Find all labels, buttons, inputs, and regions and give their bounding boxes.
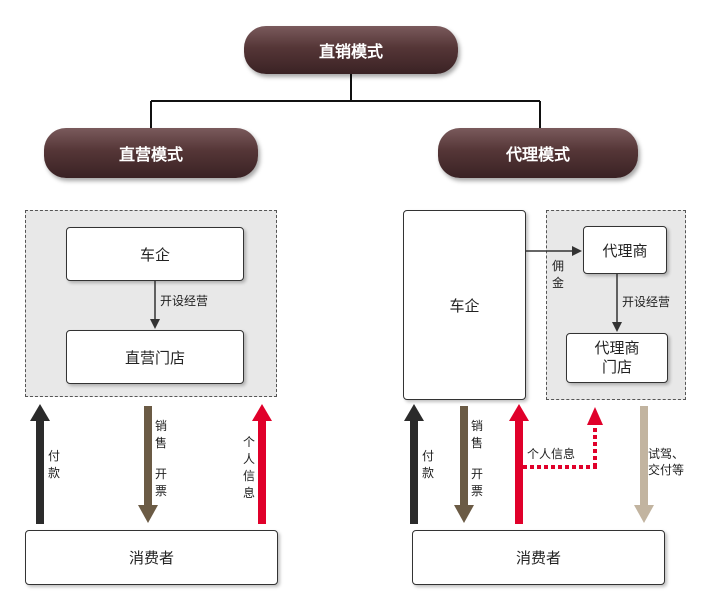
right-payment-label: 付 款 xyxy=(421,448,435,482)
right-sales-shaft xyxy=(460,406,468,506)
right-info-label: 个人信息 xyxy=(527,447,576,461)
info-char: 人 xyxy=(242,452,255,466)
payment-char: 付 xyxy=(47,449,60,463)
left-info-shaft xyxy=(258,420,266,524)
sales-char: 票 xyxy=(154,484,167,498)
payment-char: 款 xyxy=(421,466,434,480)
sales-char: 售 xyxy=(470,436,483,450)
info-char: 个 xyxy=(242,435,255,449)
left-open-label: 开设经营 xyxy=(160,294,209,308)
left-consumer-box: 消费者 xyxy=(25,530,278,585)
right-info-dotted-head xyxy=(587,407,603,425)
right-agent-store-box: 代理商 门店 xyxy=(566,333,668,383)
right-test-drive-shaft xyxy=(640,406,648,506)
left-sales-shaft xyxy=(144,406,152,506)
sales-char xyxy=(470,452,484,466)
left-info-head xyxy=(252,404,272,421)
left-title: 直营模式 xyxy=(44,128,258,178)
right-info-shaft xyxy=(515,420,523,524)
right-info-head xyxy=(509,404,529,421)
left-payment-label: 付 款 xyxy=(47,448,61,482)
sales-char: 销 xyxy=(154,419,167,433)
commission-char: 金 xyxy=(551,276,564,290)
left-store-box: 直营门店 xyxy=(66,330,244,384)
right-sales-label: 销 售 开 票 xyxy=(470,418,484,500)
right-test-drive-head xyxy=(634,505,654,523)
sales-char: 销 xyxy=(470,419,483,433)
left-sales-head xyxy=(138,505,158,523)
right-title: 代理模式 xyxy=(438,128,638,178)
right-company-box: 车企 xyxy=(403,210,526,400)
sales-char: 售 xyxy=(154,436,167,450)
right-consumer-box: 消费者 xyxy=(412,530,665,585)
test-drive-line: 交付等 xyxy=(648,463,685,477)
root-title: 直销模式 xyxy=(244,26,458,74)
payment-char: 付 xyxy=(421,449,434,463)
right-agent-store-line2: 门店 xyxy=(601,358,632,376)
payment-char: 款 xyxy=(47,466,60,480)
sales-char: 票 xyxy=(470,484,483,498)
right-payment-shaft xyxy=(410,420,418,524)
right-open-label: 开设经营 xyxy=(622,295,671,309)
test-drive-line: 试驾、 xyxy=(648,447,685,461)
sales-char xyxy=(154,452,168,466)
left-payment-head xyxy=(30,404,50,421)
left-info-label: 个 人 信 息 xyxy=(242,434,256,502)
right-sales-head xyxy=(454,505,474,523)
info-char: 息 xyxy=(242,486,255,500)
right-test-drive-label: 试驾、 交付等 xyxy=(648,446,684,478)
left-sales-label: 销 售 开 票 xyxy=(154,418,168,500)
info-char: 信 xyxy=(242,469,255,483)
sales-char: 开 xyxy=(470,467,483,481)
commission-char: 佣 xyxy=(551,259,564,273)
right-commission-label: 佣 金 xyxy=(551,258,565,292)
left-payment-shaft xyxy=(36,420,44,524)
sales-char: 开 xyxy=(154,467,167,481)
right-agent-store-line1: 代理商 xyxy=(594,339,640,357)
left-company-box: 车企 xyxy=(66,227,244,281)
right-payment-head xyxy=(404,404,424,421)
right-agent-box: 代理商 xyxy=(583,226,667,274)
